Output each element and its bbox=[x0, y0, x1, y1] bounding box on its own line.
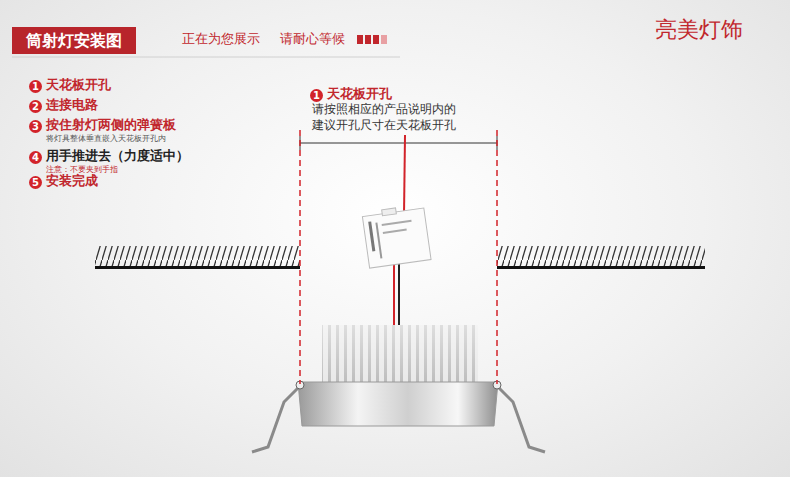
callout-number: 5 bbox=[29, 176, 42, 189]
callout-number: 4 bbox=[29, 151, 42, 164]
title-tab: 筒射灯安装图 bbox=[12, 27, 136, 54]
callout-number: 1 bbox=[29, 80, 42, 93]
step-text: 用手推进去（力度适中） bbox=[46, 148, 189, 164]
callout-number: 3 bbox=[29, 120, 42, 133]
step-text: 安装完成 bbox=[46, 173, 98, 189]
step-text: 天花板开孔 bbox=[46, 77, 111, 93]
brand-name: 亮美灯饰 bbox=[655, 17, 743, 43]
status-text: 正在为您展示 bbox=[182, 31, 260, 47]
step-text: 按住射灯两侧的弹簧板 bbox=[46, 117, 176, 133]
callout-title: 天花板开孔 bbox=[327, 86, 392, 102]
step-text: 连接电路 bbox=[46, 97, 98, 113]
step-note: 将灯具整体垂直嵌入天花板开孔内 bbox=[46, 134, 166, 144]
callout-note: 请按照相应的产品说明内的 建议开孔尺寸在天花板开孔 bbox=[312, 102, 464, 133]
callout-number: 1 bbox=[310, 89, 323, 102]
callout-number: 2 bbox=[29, 100, 42, 113]
status-text: 请耐心等候 bbox=[280, 31, 345, 47]
